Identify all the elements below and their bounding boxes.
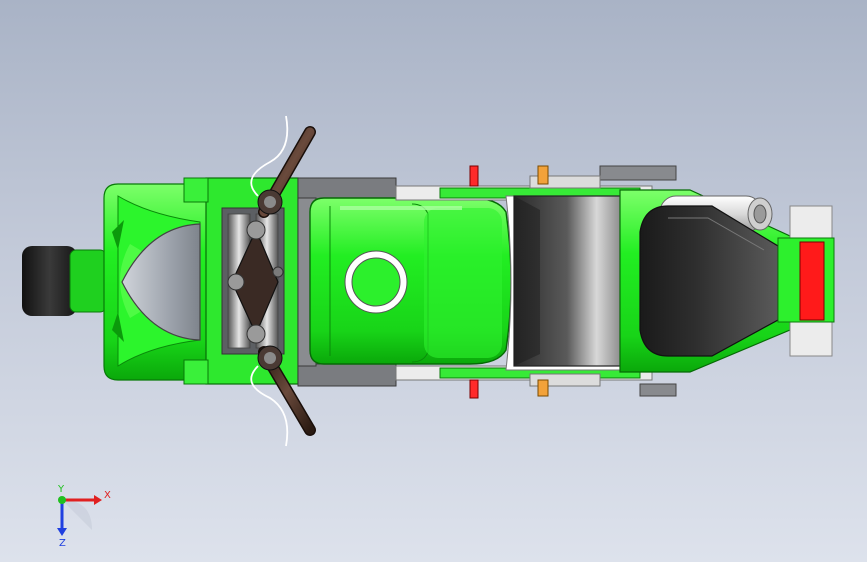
footpegs [469,165,549,399]
tail-light [777,205,835,357]
x-axis-label: X [104,490,111,501]
fuel-tank [309,197,512,365]
coordinate-triad: X Y Z [57,484,111,548]
x-axis-arrow-icon [94,495,102,505]
control-cables [250,115,289,447]
handlebar-right [257,345,316,436]
y-axis-dot-icon [58,496,66,504]
front-tire [22,246,107,316]
passenger-seat [639,205,779,357]
handlebar-left [257,126,316,218]
fuel-cap-icon [344,250,408,314]
triple-clamp [227,220,284,344]
z-axis-arrow-icon [57,528,67,536]
z-axis-label: Z [59,538,66,548]
front-fairing [103,183,213,381]
y-axis-label: Y [57,484,65,495]
rider-seat [505,195,641,371]
